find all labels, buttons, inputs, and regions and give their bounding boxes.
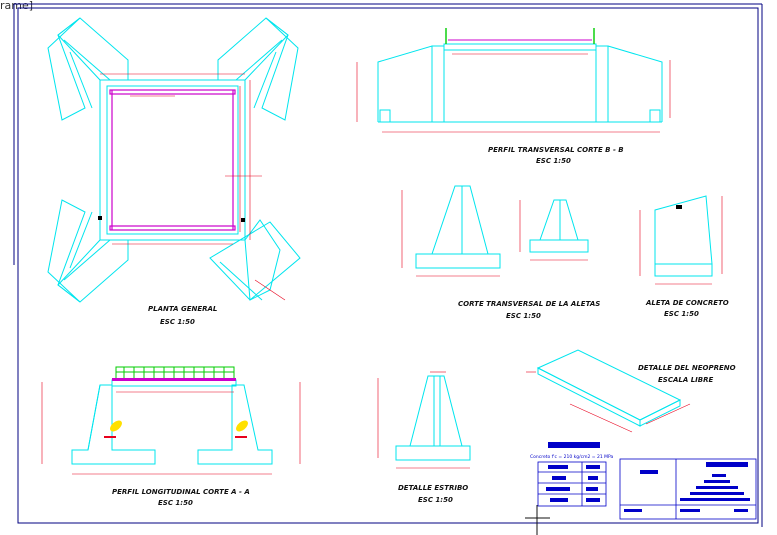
concrete-note: Concreto f'c = 210 kg/cm2 = 21 MPa (530, 454, 614, 460)
wing-section-title: CORTE TRANSVERSAL DE LA ALETAS (458, 300, 600, 308)
abutment-detail-view: DETALLE ESTRIBO ESC 1:50 (377, 371, 471, 504)
sheet-border (13, 3, 763, 527)
transverse-profile-view: PERFIL TRANSVERSAL CORTE B - B ESC 1:50 (356, 28, 671, 165)
longitudinal-title: PERFIL LONGITUDINAL CORTE A - A (112, 488, 250, 496)
north-tick (525, 505, 550, 535)
neoprene-subtitle: ESCALA LIBRE (658, 376, 713, 384)
frame-tab-label: rame] (0, 0, 34, 12)
wall-scale: ESC 1:50 (664, 310, 699, 318)
wing-wall-view: ALETA DE CONCRETO ESC 1:50 (639, 195, 729, 318)
title-block (619, 458, 757, 520)
plan-title: PLANTA GENERAL (148, 305, 217, 313)
transverse-title: PERFIL TRANSVERSAL CORTE B - B (488, 146, 624, 154)
longitudinal-profile-view: PERFIL LONGITUDINAL CORTE A - A ESC 1:50 (41, 366, 301, 507)
abutment-scale: ESC 1:50 (418, 496, 453, 504)
longitudinal-scale: ESC 1:50 (158, 499, 193, 507)
materials-table: Concreto f'c = 210 kg/cm2 = 21 MPa (530, 442, 614, 507)
neoprene-title: DETALLE DEL NEOPRENO (638, 364, 736, 372)
wall-title: ALETA DE CONCRETO (645, 299, 729, 307)
neoprene-detail-view: DETALLE DEL NEOPRENO ESCALA LIBRE (526, 349, 736, 433)
plan-scale: ESC 1:50 (160, 318, 195, 326)
transverse-scale: ESC 1:50 (536, 157, 571, 165)
wing-section-view: CORTE TRANSVERSAL DE LA ALETAS ESC 1:50 (401, 185, 600, 320)
wing-section-scale: ESC 1:50 (506, 312, 541, 320)
plan-view: PLANTA GENERAL ESC 1:50 (47, 17, 301, 326)
abutment-title: DETALLE ESTRIBO (398, 484, 468, 492)
